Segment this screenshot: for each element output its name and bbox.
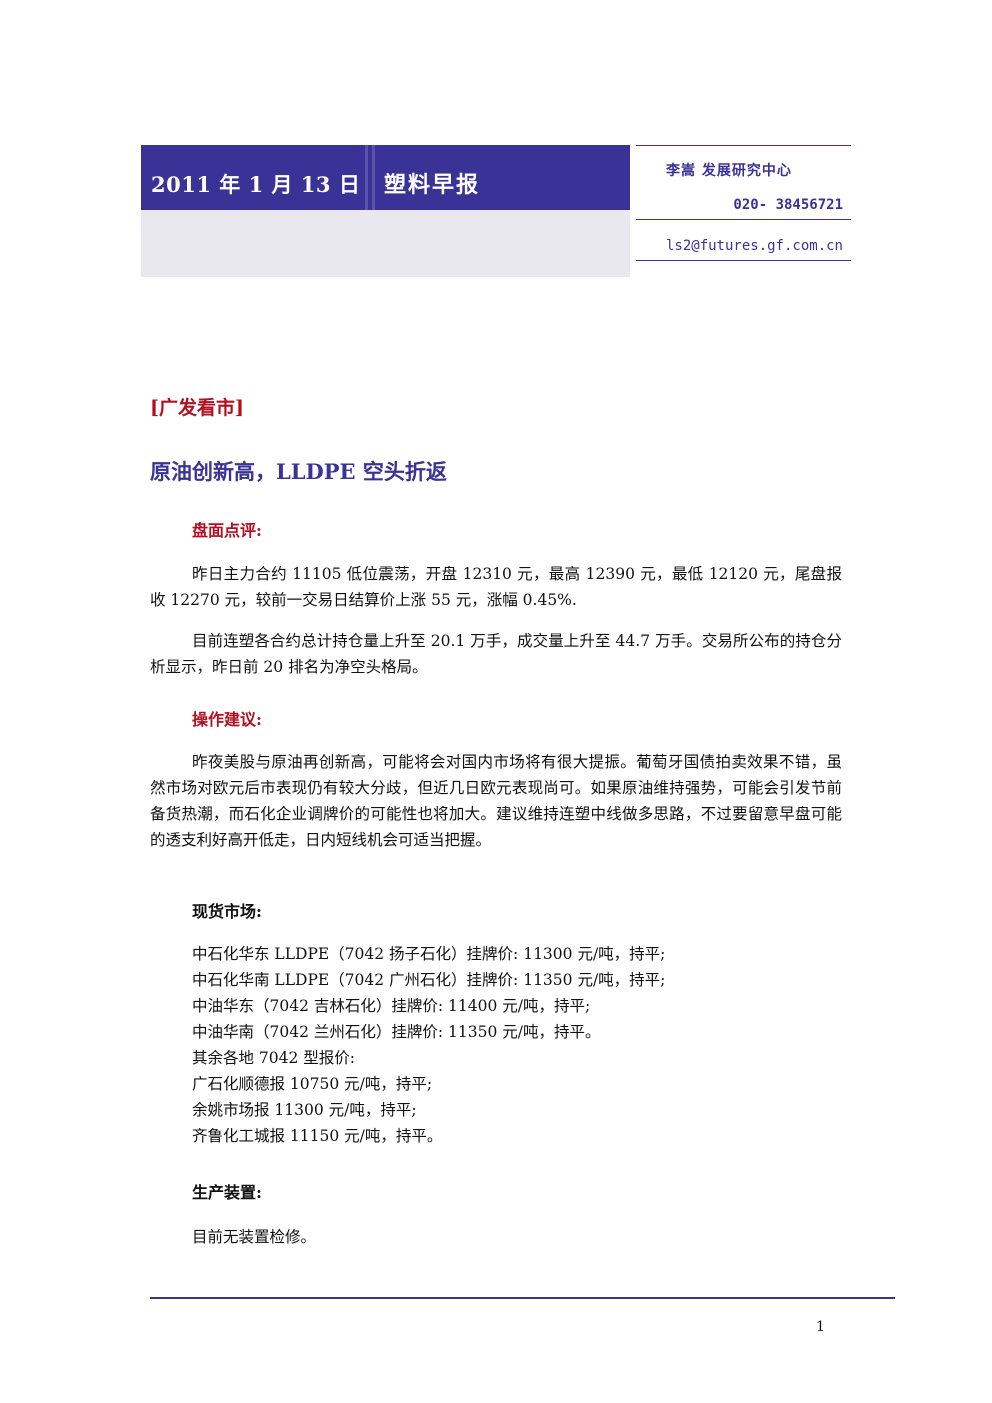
banner-divider — [372, 145, 375, 210]
spot-price-line: 广石化顺德报 10750 元/吨，持平; — [192, 1075, 433, 1093]
analyst-name: 李嵩 发展研究中心 — [666, 163, 792, 179]
spot-price-line: 齐鲁化工城报 11150 元/吨，持平。 — [192, 1127, 443, 1145]
production-heading: 生产装置: — [192, 1183, 262, 1202]
contact-rule — [636, 145, 851, 146]
market-review-paragraph: 昨日主力合约 11105 低位震荡，开盘 12310 元，最高 12390 元，… — [150, 565, 842, 609]
advice-heading: 操作建议: — [192, 710, 262, 729]
header-banner: 2011 年 1 月 13 日 塑料早报 — [141, 145, 630, 277]
footer-rule — [150, 1297, 895, 1299]
spot-price-line: 其余各地 7042 型报价: — [192, 1049, 356, 1067]
section-tag: [广发看市] — [150, 397, 244, 419]
spot-price-line: 中油华东（7042 吉林石化）挂牌价: 11400 元/吨，持平; — [192, 997, 591, 1015]
advice-paragraph: 昨夜美股与原油再创新高，可能将会对国内市场将有很大提振。葡萄牙国债拍卖效果不错，… — [150, 753, 842, 849]
spot-price-line: 中石化华东 LLDPE（7042 扬子石化）挂牌价: 11300 元/吨，持平; — [192, 945, 666, 963]
banner-divider — [365, 145, 368, 210]
market-review-heading: 盘面点评: — [192, 521, 262, 540]
analyst-phone: 020- 38456721 — [733, 197, 843, 213]
banner-top-band — [141, 145, 630, 210]
article-headline: 原油创新高，LLDPE 空头折返 — [150, 459, 447, 484]
analyst-email: ls2@futures.gf.com.cn — [665, 238, 843, 254]
contact-rule — [636, 260, 851, 261]
market-review-paragraph: 目前连塑各合约总计持仓量上升至 20.1 万手，成交量上升至 44.7 万手。交… — [150, 632, 842, 676]
spot-price-line: 中油华南（7042 兰州石化）挂牌价: 11350 元/吨，持平。 — [192, 1023, 601, 1041]
spot-price-line: 余姚市场报 11300 元/吨，持平; — [192, 1101, 417, 1119]
contact-rule — [636, 219, 851, 220]
spot-price-line: 中石化华南 LLDPE（7042 广州石化）挂牌价: 11350 元/吨，持平; — [192, 971, 666, 989]
contact-block: 李嵩 发展研究中心 020- 38456721 ls2@futures.gf.c… — [636, 143, 851, 262]
page-number: 1 — [816, 1319, 825, 1335]
production-text: 目前无装置检修。 — [192, 1228, 317, 1246]
report-title: 塑料早报 — [384, 172, 481, 198]
banner-bottom-band — [141, 210, 630, 277]
spot-market-heading: 现货市场: — [192, 902, 262, 921]
report-date: 2011 年 1 月 13 日 — [151, 172, 361, 197]
